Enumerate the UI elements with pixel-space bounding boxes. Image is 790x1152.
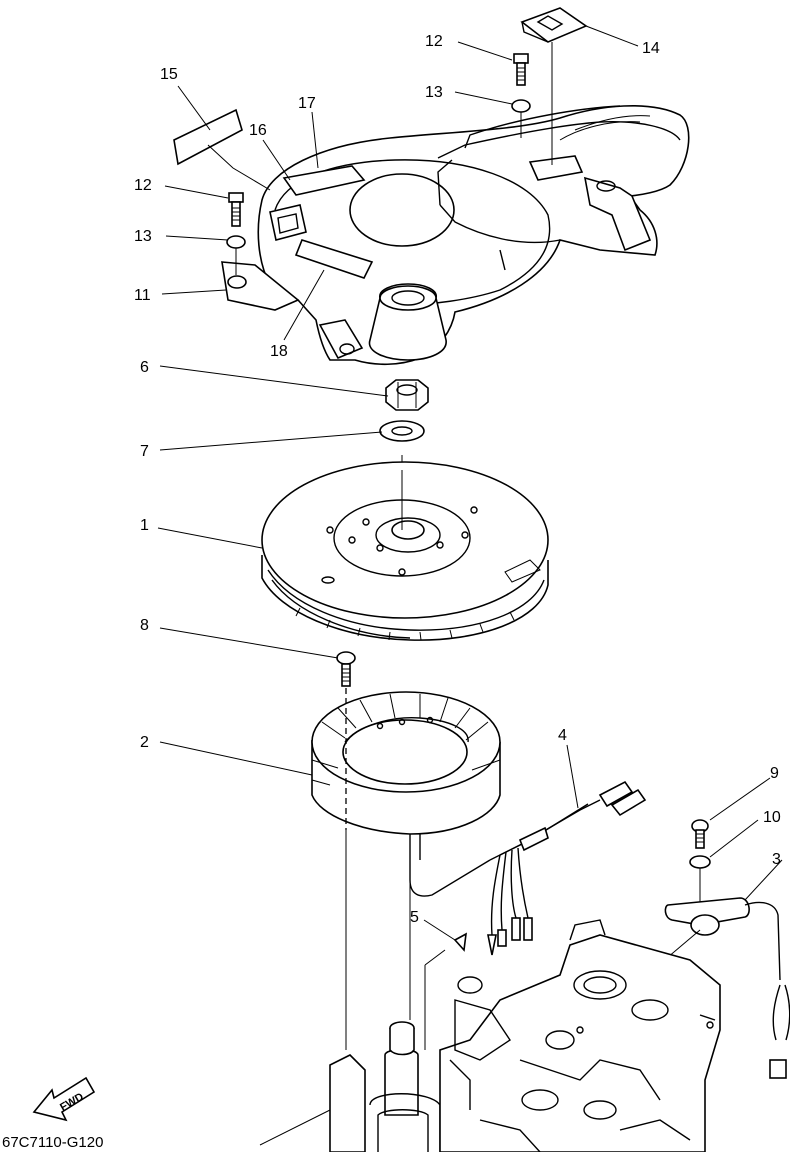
callout-17: 17	[298, 95, 316, 112]
callout-16: 16	[249, 122, 267, 139]
pulser-coil-3	[664, 897, 790, 1079]
screw-8	[336, 651, 356, 687]
callout-1: 1	[140, 517, 149, 534]
bolt-9	[691, 819, 709, 849]
callout-8: 8	[140, 617, 149, 634]
drawing-code: 67C7110-G120	[2, 1134, 103, 1151]
callout-10: 10	[763, 809, 781, 826]
washer-13-left	[226, 235, 246, 249]
washer-13-top	[511, 99, 531, 113]
callout-2: 2	[140, 734, 149, 751]
leader-lines	[157, 25, 783, 941]
flywheel-1	[261, 461, 549, 641]
callout-11: 11	[134, 287, 151, 304]
callout-3: 3	[772, 851, 781, 868]
flywheel-cover	[221, 104, 690, 366]
clip-5	[453, 932, 467, 952]
callout-6: 6	[140, 359, 149, 376]
washer-7	[379, 420, 425, 442]
nut-6	[385, 379, 429, 411]
engine-block	[329, 919, 721, 1152]
callout-15: 15	[160, 66, 178, 83]
callout-4: 4	[558, 727, 567, 744]
washer-10	[689, 855, 711, 869]
stator-2	[311, 691, 501, 835]
cap-14	[520, 7, 588, 43]
label-sticker-15	[173, 108, 243, 166]
callout-18: 18	[270, 343, 288, 360]
callout-9: 9	[770, 765, 779, 782]
callout-5: 5	[410, 909, 419, 926]
callout-13-top: 13	[425, 84, 443, 101]
callout-12-left: 12	[134, 177, 152, 194]
callout-13-left: 13	[134, 228, 152, 245]
callout-12-top: 12	[425, 33, 443, 50]
fwd-arrow-icon: FWD	[32, 1076, 96, 1122]
bolt-12-top	[513, 53, 529, 86]
callout-7: 7	[140, 443, 149, 460]
callout-14: 14	[642, 40, 660, 57]
bolt-12-left	[228, 192, 244, 227]
